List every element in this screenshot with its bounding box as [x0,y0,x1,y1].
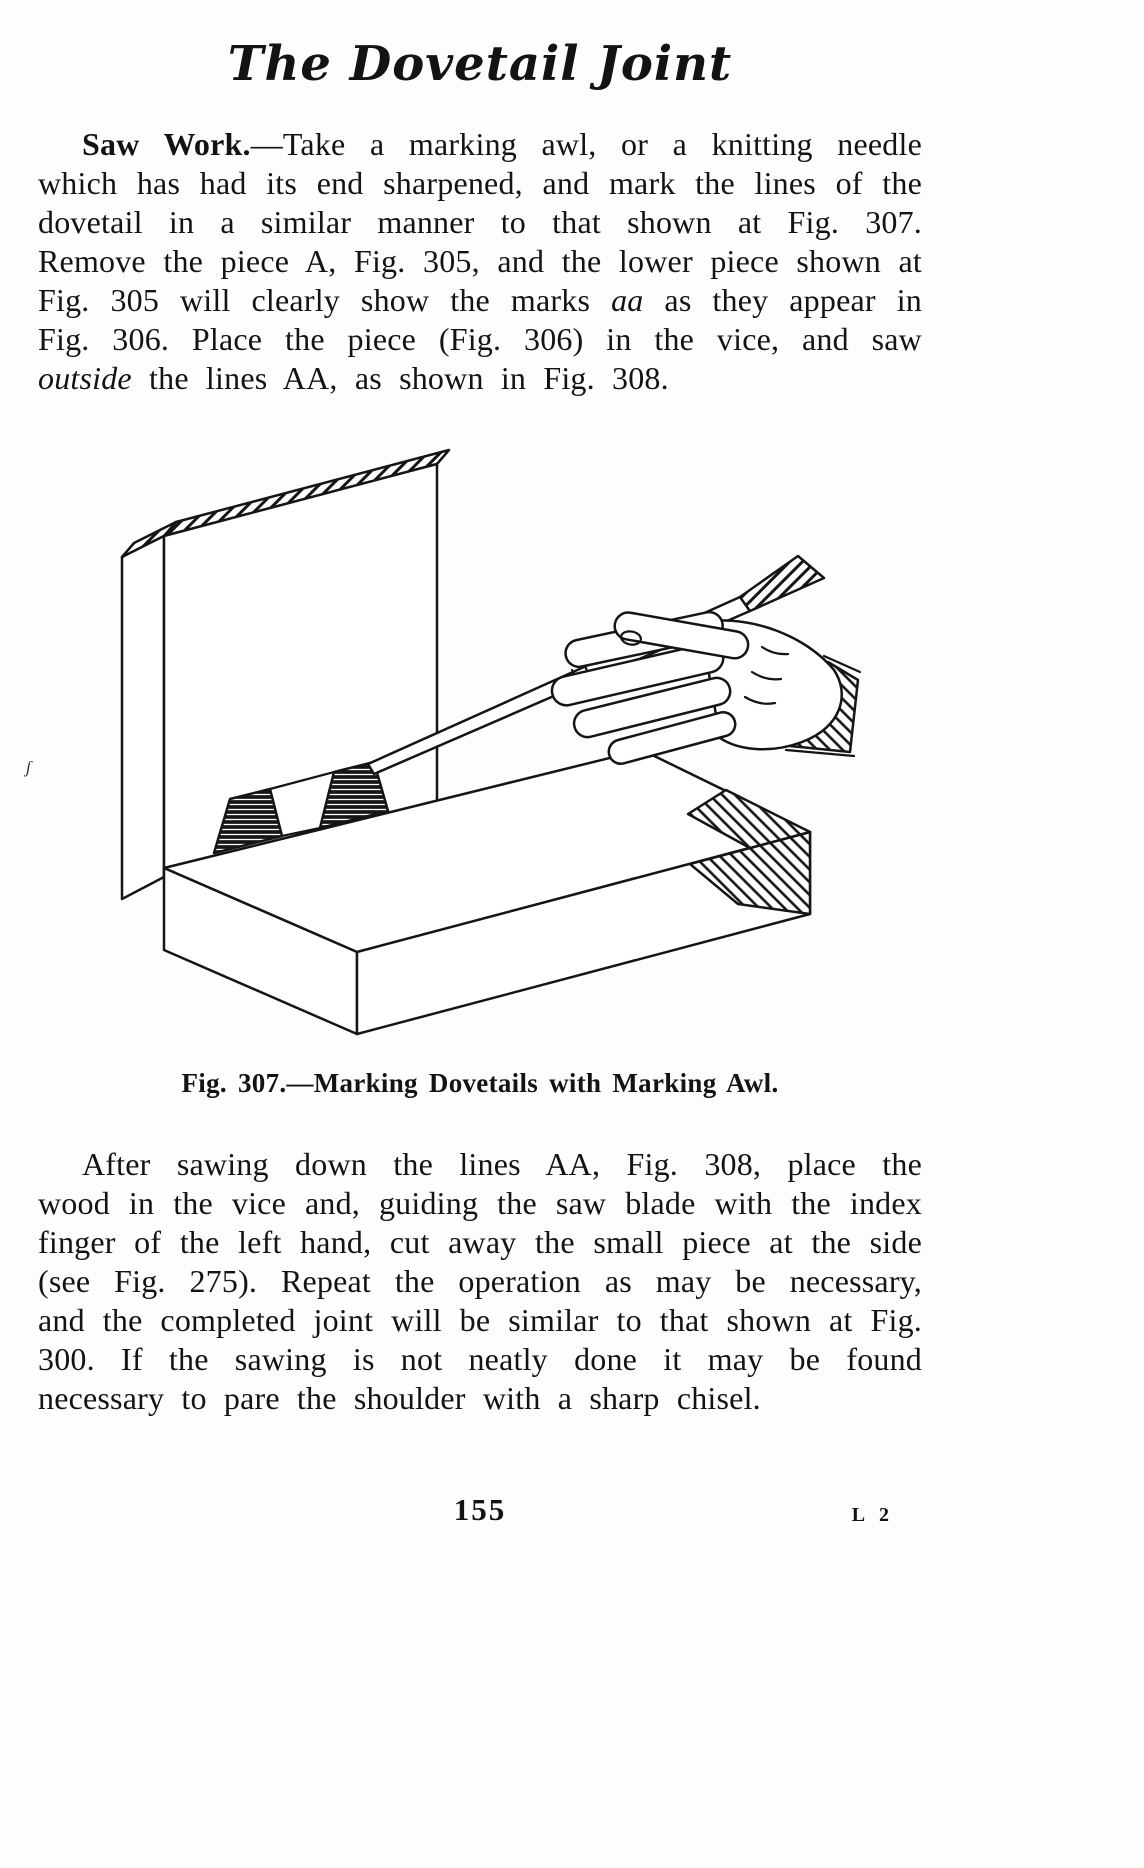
paragraph-after-sawing: After sawing down the lines AA, Fig. 308… [38,1145,922,1416]
page-footer: 155 L 2 [38,1492,922,1528]
italic-aa: aa [611,281,644,318]
paragraph-text: as they appear in Fig. 306. Place the pi… [38,281,922,357]
margin-mark: ʃ [26,758,31,777]
page-number: 155 [453,1492,507,1527]
page-title: The Dovetail Joint [227,36,733,92]
dovetail-marks [212,760,390,855]
hand [550,610,862,765]
paragraph-lead: Saw Work. [82,125,251,162]
italic-outside: outside [38,359,132,396]
figure-illustration [120,448,862,1036]
paragraph-text: —Take a marking awl, or a knitting needl… [38,125,922,318]
paragraph-saw-work: Saw Work.—Take a marking awl, or a knitt… [38,125,922,398]
figure [102,432,862,1052]
lower-board [162,748,812,1036]
paragraph-text: the lines AA, as shown in Fig. 308. [131,359,669,396]
printer-signature: L 2 [851,1504,894,1526]
figure-caption: Fig. 307.—Marking Dovetails with Marking… [181,1067,779,1098]
